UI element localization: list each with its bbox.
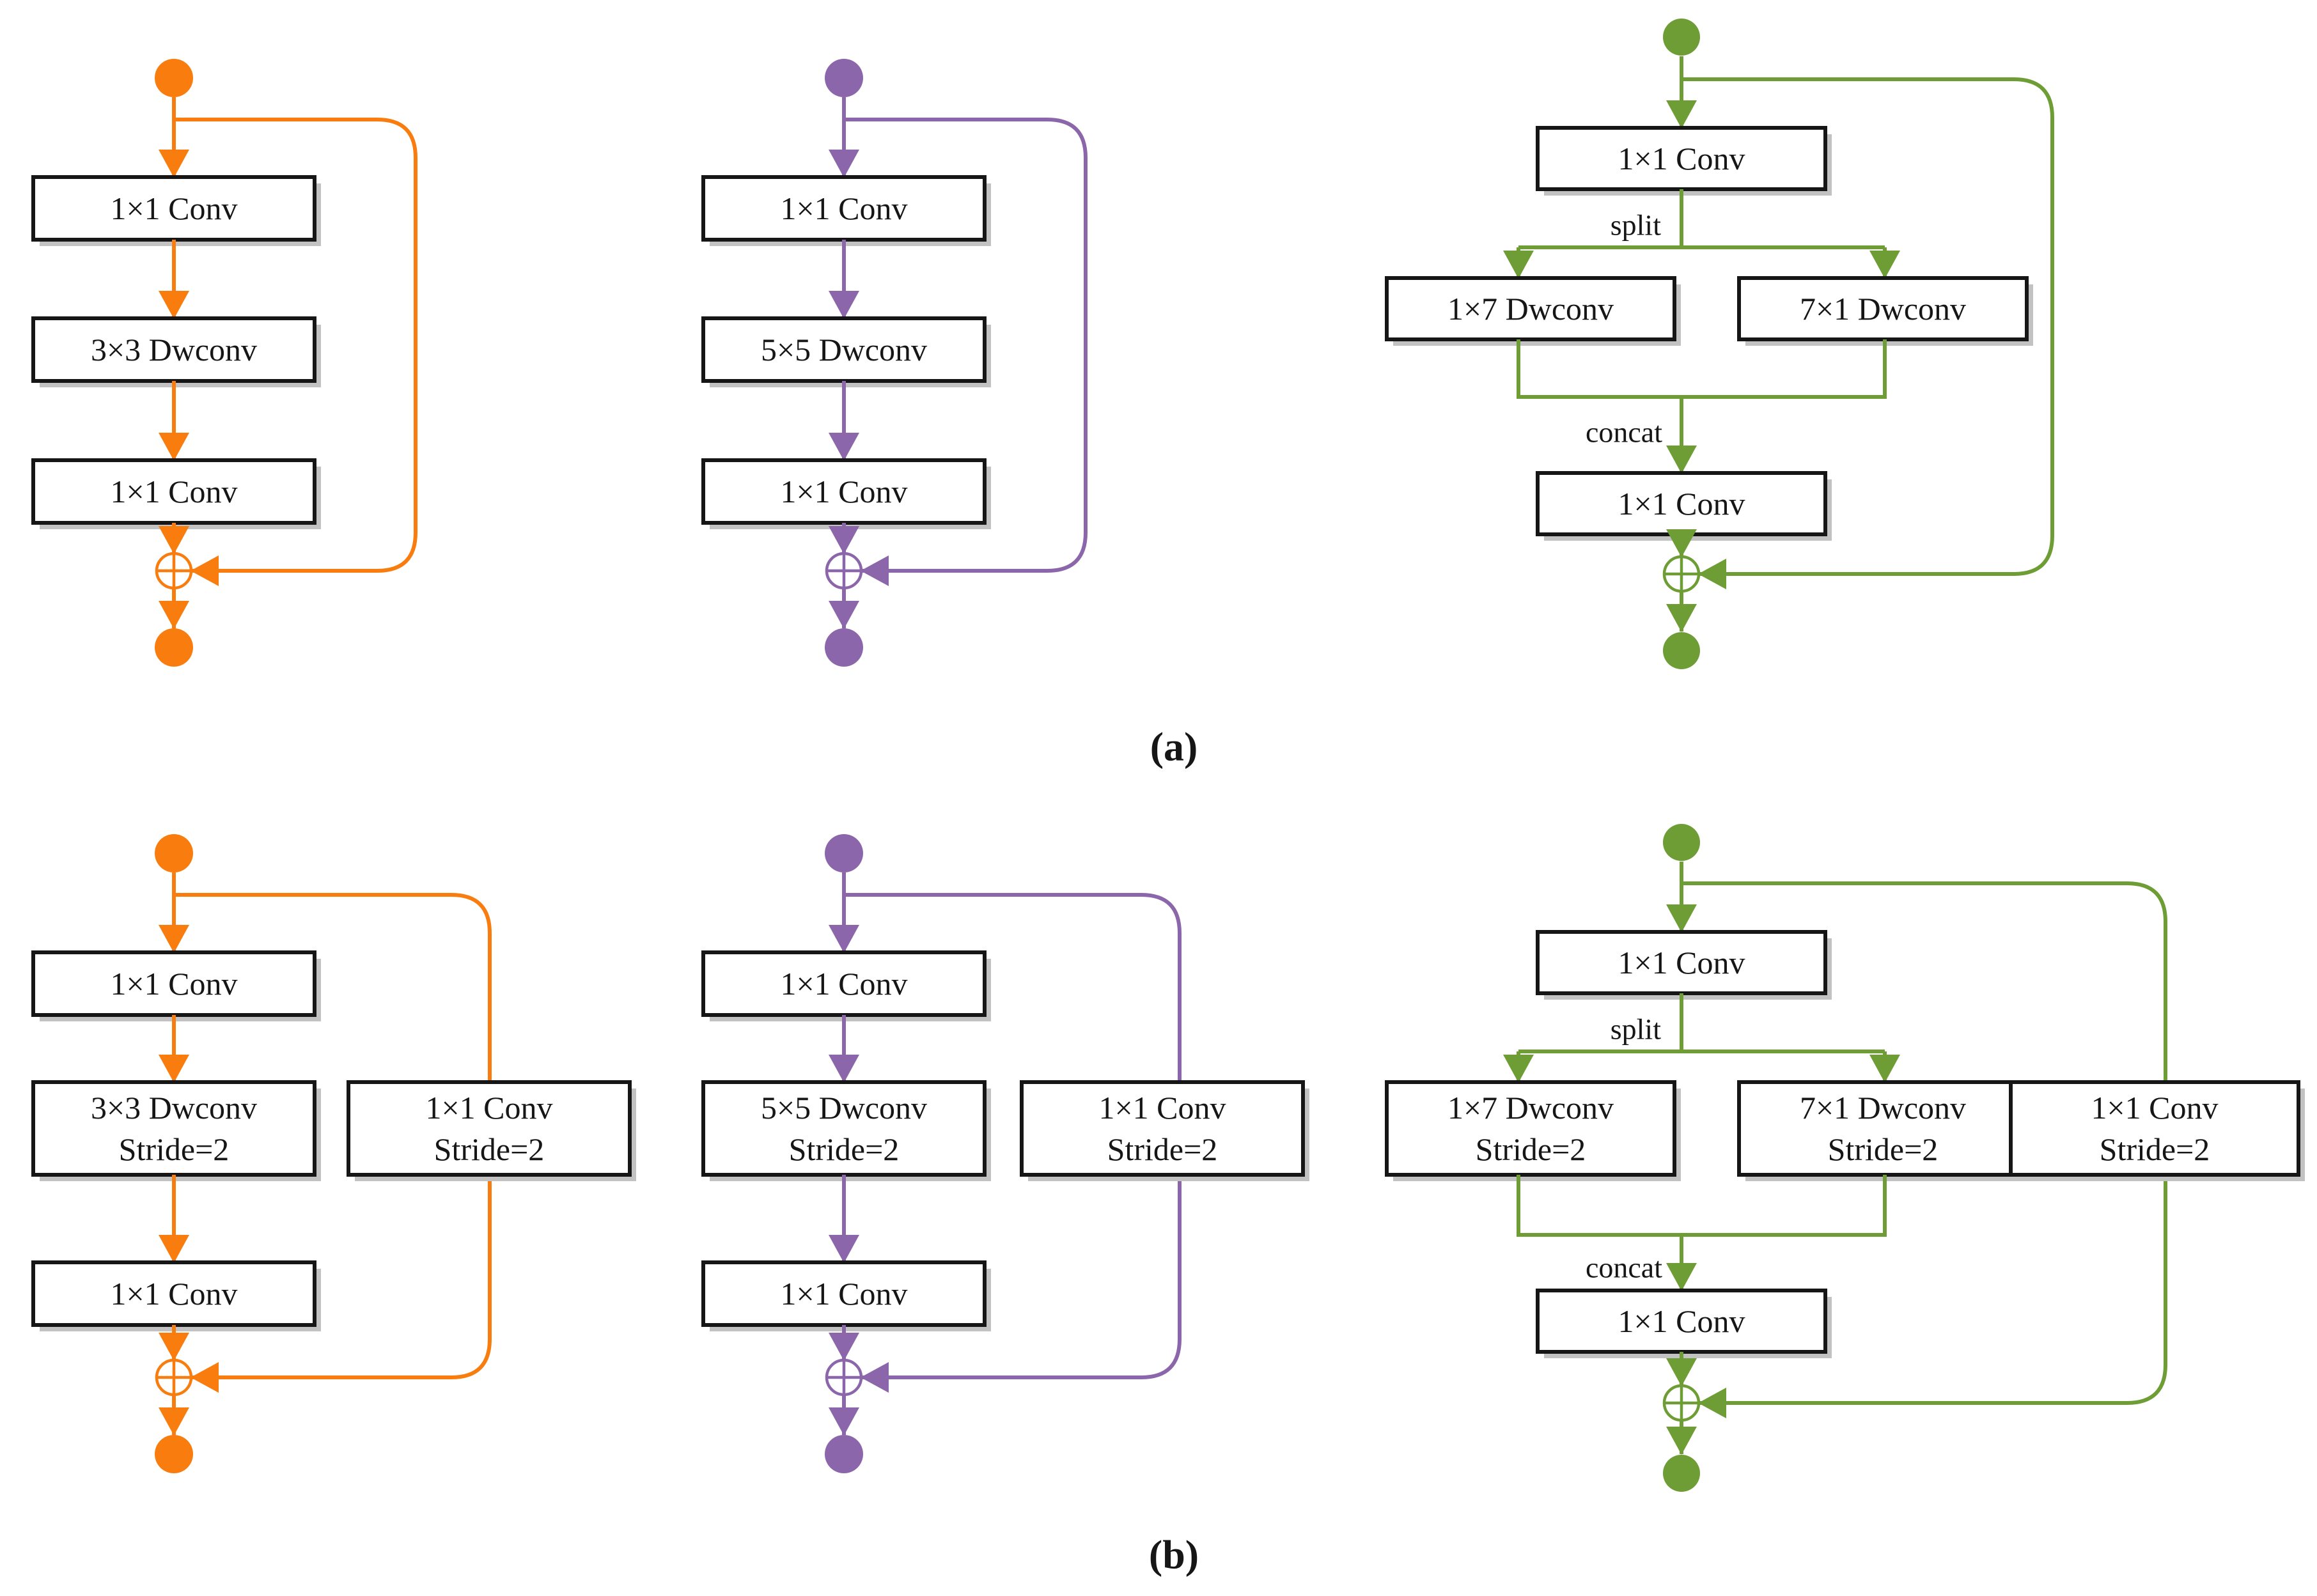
conv-box bbox=[1536, 930, 1827, 995]
conv-box bbox=[701, 1260, 987, 1327]
block-a-orange-3x3: 1×1 Conv 3×3 Dwconv 1×1 Conv bbox=[31, 59, 417, 667]
dwconv-box bbox=[1385, 276, 1676, 341]
conv-box bbox=[701, 458, 987, 525]
output-node bbox=[1663, 1455, 1700, 1492]
input-node bbox=[825, 834, 863, 872]
skip-connection bbox=[1681, 77, 2054, 589]
output-node bbox=[155, 1435, 193, 1473]
dwconv-stride-box bbox=[1385, 1080, 1676, 1177]
shortcut-box-label-line1: 1×1 Conv bbox=[2091, 1090, 2218, 1126]
skip-connection-bottom bbox=[191, 1175, 492, 1393]
output-node bbox=[155, 628, 193, 667]
conv-box bbox=[1536, 1289, 1827, 1354]
input-node bbox=[825, 59, 863, 97]
add-operator-icon bbox=[825, 1358, 863, 1397]
conv-box-label: 1×1 Conv bbox=[780, 1276, 907, 1312]
shortcut-conv-stride-box bbox=[2009, 1080, 2300, 1177]
split-label: split bbox=[1611, 1013, 1661, 1046]
input-node bbox=[1663, 19, 1700, 56]
dwconv-box-label: 3×3 Dwconv bbox=[91, 332, 257, 368]
shortcut-box-label-line2: Stride=2 bbox=[1107, 1131, 1218, 1167]
skip-connection-top bbox=[1681, 881, 2167, 1082]
skip-connection bbox=[174, 118, 417, 586]
block-a-purple-5x5: 1×1 Conv 5×5 Dwconv 1×1 Conv bbox=[701, 59, 1088, 667]
conv-box bbox=[31, 1260, 316, 1327]
output-node bbox=[825, 628, 863, 667]
dwconv-box-label-line1: 3×3 Dwconv bbox=[91, 1090, 257, 1126]
conv-box-label: 1×1 Conv bbox=[110, 1276, 237, 1312]
conv-box-label: 1×1 Conv bbox=[110, 474, 237, 509]
conv-box-label: 1×1 Conv bbox=[110, 966, 237, 1002]
skip-connection-top bbox=[174, 893, 492, 1082]
concat-label: concat bbox=[1586, 1251, 1662, 1284]
conv-box-label: 1×1 Conv bbox=[1618, 486, 1745, 522]
skip-connection-bottom bbox=[861, 1175, 1182, 1393]
skip-connection bbox=[844, 118, 1088, 586]
dwconv-stride-box bbox=[31, 1080, 316, 1177]
output-node bbox=[1663, 632, 1700, 669]
shortcut-conv-stride-box bbox=[347, 1080, 632, 1177]
block-b-green-split-stride2: 1×1 Conv split 1×7 Dwconv Stride=2 7×1 D… bbox=[1385, 824, 2305, 1492]
concat-label: concat bbox=[1586, 416, 1662, 449]
shortcut-box-label-line1: 1×1 Conv bbox=[1098, 1090, 1226, 1126]
shortcut-box-label-line2: Stride=2 bbox=[434, 1131, 545, 1167]
input-node bbox=[155, 834, 193, 872]
input-node bbox=[1663, 824, 1700, 861]
dwconv-box-label-line1: 7×1 Dwconv bbox=[1800, 1090, 1966, 1126]
dwconv-box-label: 1×7 Dwconv bbox=[1447, 291, 1614, 327]
concat-join-line bbox=[1517, 1175, 1887, 1237]
conv-box-label: 1×1 Conv bbox=[1618, 1303, 1745, 1339]
conv-box bbox=[701, 950, 987, 1017]
conv-box-label: 1×1 Conv bbox=[780, 190, 907, 226]
concat-join-line bbox=[1517, 339, 1887, 399]
add-operator-icon bbox=[1662, 555, 1701, 593]
conv-box bbox=[701, 175, 987, 242]
dwconv-box-label-line1: 5×5 Dwconv bbox=[761, 1090, 927, 1126]
conv-box-label: 1×1 Conv bbox=[110, 190, 237, 226]
shortcut-box-label-line2: Stride=2 bbox=[2100, 1131, 2210, 1167]
shortcut-conv-stride-box bbox=[1020, 1080, 1305, 1177]
split-label: split bbox=[1611, 209, 1661, 242]
add-operator-icon bbox=[155, 552, 193, 590]
dwconv-stride-box bbox=[701, 1080, 987, 1177]
dwconv-stride-box bbox=[1737, 1080, 2029, 1177]
dwconv-box-label-line2: Stride=2 bbox=[119, 1131, 230, 1167]
skip-connection-bottom bbox=[1698, 1175, 2167, 1418]
block-b-purple-5x5-stride2: 1×1 Conv 5×5 Dwconv Stride=2 1×1 Conv 1×… bbox=[701, 834, 1309, 1473]
dwconv-box-label: 7×1 Dwconv bbox=[1800, 291, 1966, 327]
dwconv-box-label: 5×5 Dwconv bbox=[761, 332, 927, 368]
add-operator-icon bbox=[155, 1358, 193, 1397]
conv-box bbox=[31, 458, 316, 525]
conv-box bbox=[31, 175, 316, 242]
conv-box bbox=[31, 950, 316, 1017]
conv-box-label: 1×1 Conv bbox=[780, 474, 907, 509]
dwconv-box-label-line1: 1×7 Dwconv bbox=[1447, 1090, 1614, 1126]
add-operator-icon bbox=[1662, 1384, 1701, 1422]
dwconv-box-label-line2: Stride=2 bbox=[1476, 1131, 1586, 1167]
skip-connection-top bbox=[844, 893, 1182, 1082]
block-b-orange-3x3-stride2: 1×1 Conv 3×3 Dwconv Stride=2 1×1 Conv 1×… bbox=[31, 834, 636, 1473]
conv-box-label: 1×1 Conv bbox=[1618, 945, 1745, 980]
conv-box-label: 1×1 Conv bbox=[780, 966, 907, 1002]
output-node bbox=[825, 1435, 863, 1473]
block-a-green-split: 1×1 Conv split 1×7 Dwconv 7×1 Dwconv con… bbox=[1385, 19, 2054, 669]
conv-box-label: 1×1 Conv bbox=[1618, 141, 1745, 176]
row-b-label: (b) bbox=[1149, 1532, 1199, 1577]
add-operator-icon bbox=[825, 552, 863, 590]
input-node bbox=[155, 59, 193, 97]
dwconv-box bbox=[701, 316, 987, 383]
shortcut-box-label-line1: 1×1 Conv bbox=[425, 1090, 552, 1126]
dwconv-box-label-line2: Stride=2 bbox=[1828, 1131, 1939, 1167]
dwconv-box-label-line2: Stride=2 bbox=[789, 1131, 900, 1167]
row-a-label: (a) bbox=[1150, 724, 1198, 770]
